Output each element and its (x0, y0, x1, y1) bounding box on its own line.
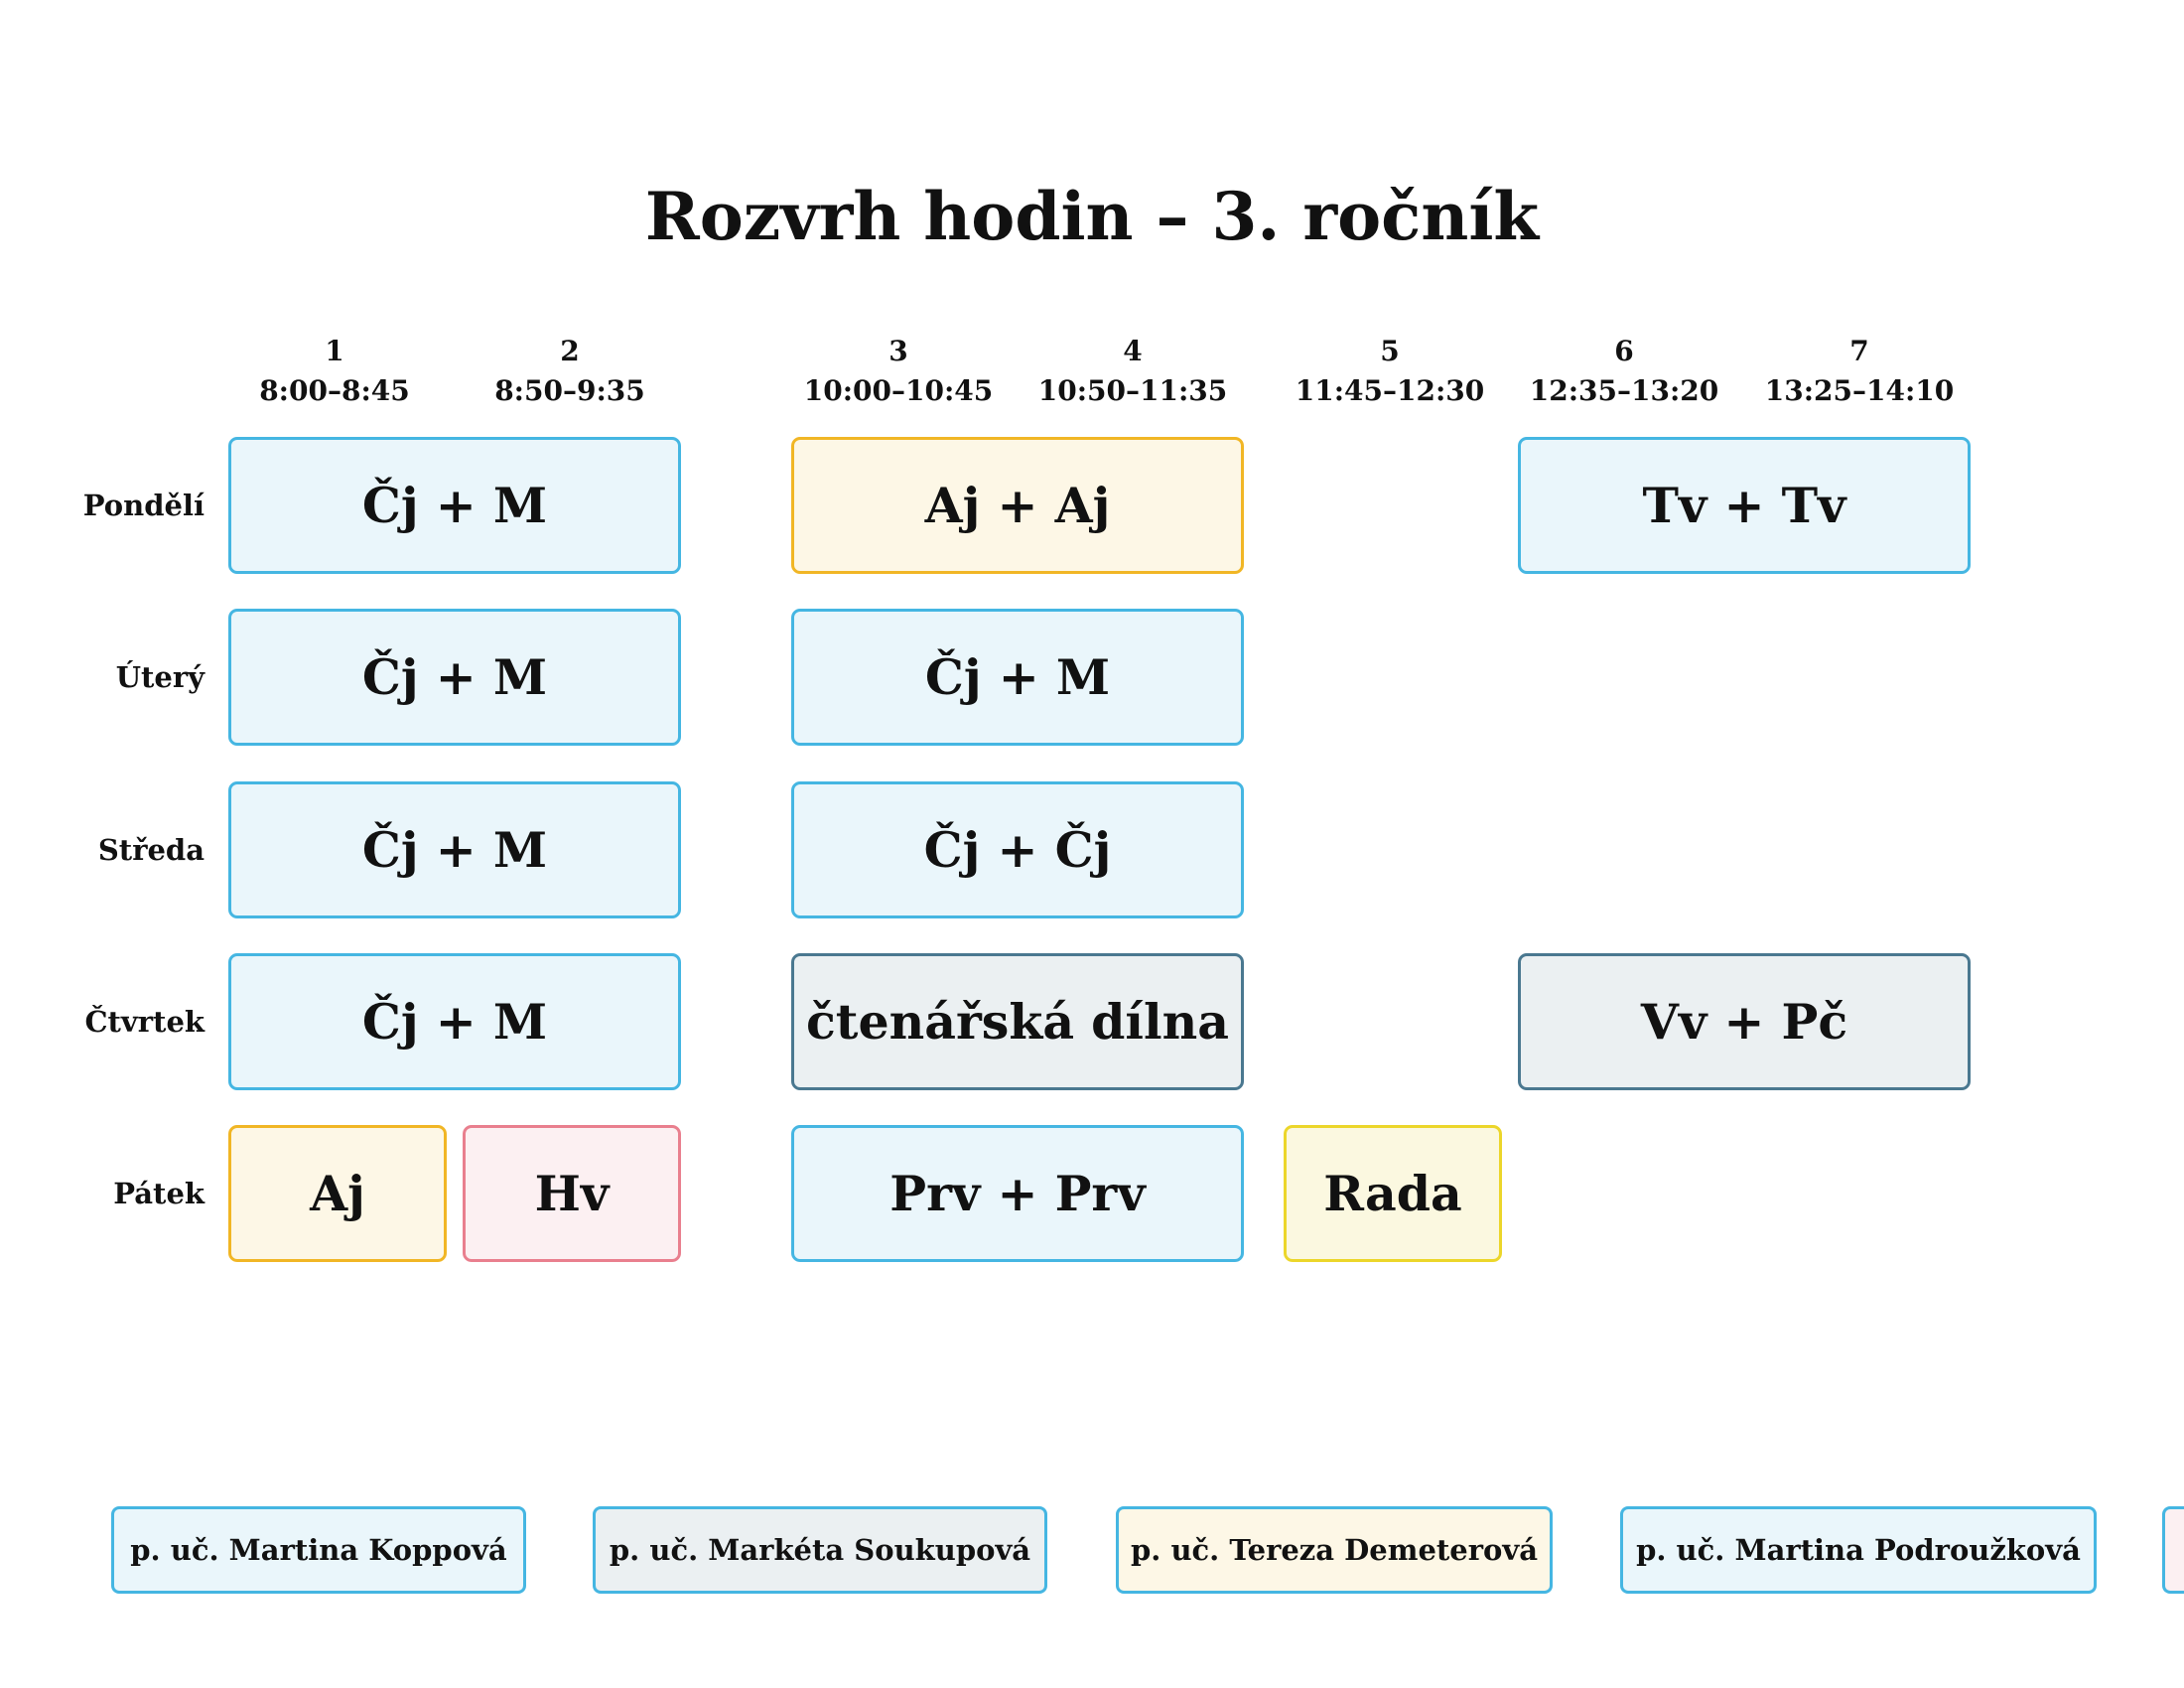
period-number: 2 (560, 335, 580, 367)
period-number: 5 (1380, 335, 1400, 367)
period-time: 8:50–9:35 (494, 374, 645, 407)
period-time: 8:00–8:45 (259, 374, 410, 407)
lesson-block[interactable]: Tv + Tv (1518, 437, 1971, 574)
lesson-block[interactable]: Aj (228, 1125, 447, 1262)
period-header-3: 3 10:00–10:45 (784, 332, 1013, 411)
period-header-6: 6 12:35–13:20 (1510, 332, 1738, 411)
day-label-friday: Pátek (113, 1177, 205, 1210)
teacher-legend-item: p. uč. Martina Podroužková (1620, 1506, 2097, 1594)
page-title: Rozvrh hodin – 3. ročník (644, 178, 1540, 255)
teacher-legend-item-partial (2162, 1506, 2184, 1594)
lesson-block[interactable]: Čj + M (228, 609, 681, 746)
lesson-block[interactable]: Čj + M (228, 781, 681, 918)
lesson-block[interactable]: Vv + Pč (1518, 953, 1971, 1090)
period-time: 10:00–10:45 (803, 374, 994, 407)
lesson-block[interactable]: Čj + M (228, 437, 681, 574)
period-header-4: 4 10:50–11:35 (1019, 332, 1247, 411)
day-label-wednesday: Středa (97, 833, 205, 867)
period-number: 1 (325, 335, 344, 367)
period-time: 10:50–11:35 (1037, 374, 1228, 407)
lesson-block[interactable]: Aj + Aj (791, 437, 1244, 574)
day-label-monday: Pondělí (82, 489, 205, 522)
period-time: 11:45–12:30 (1295, 374, 1485, 407)
teacher-legend-item: p. uč. Markéta Soukupová (593, 1506, 1047, 1594)
lesson-block[interactable]: Rada (1284, 1125, 1502, 1262)
period-header-7: 7 13:25–14:10 (1745, 332, 1974, 411)
period-header-5: 5 11:45–12:30 (1276, 332, 1504, 411)
period-number: 4 (1123, 335, 1143, 367)
lesson-block[interactable]: čtenářská dílna (791, 953, 1244, 1090)
day-label-thursday: Čtvrtek (84, 1005, 205, 1039)
lesson-block[interactable]: Čj + Čj (791, 781, 1244, 918)
period-time: 13:25–14:10 (1764, 374, 1955, 407)
lesson-block[interactable]: Prv + Prv (791, 1125, 1244, 1262)
lesson-block[interactable]: Čj + M (228, 953, 681, 1090)
teacher-legend-item: p. uč. Tereza Demeterová (1116, 1506, 1553, 1594)
teacher-legend-item: p. uč. Martina Koppová (111, 1506, 526, 1594)
period-number: 3 (888, 335, 908, 367)
lesson-block[interactable]: Čj + M (791, 609, 1244, 746)
period-number: 7 (1849, 335, 1869, 367)
period-number: 6 (1614, 335, 1634, 367)
period-header-2: 2 8:50–9:35 (456, 332, 684, 411)
period-time: 12:35–13:20 (1529, 374, 1719, 407)
period-header-1: 1 8:00–8:45 (220, 332, 449, 411)
day-label-tuesday: Úterý (115, 660, 205, 694)
lesson-block[interactable]: Hv (463, 1125, 681, 1262)
